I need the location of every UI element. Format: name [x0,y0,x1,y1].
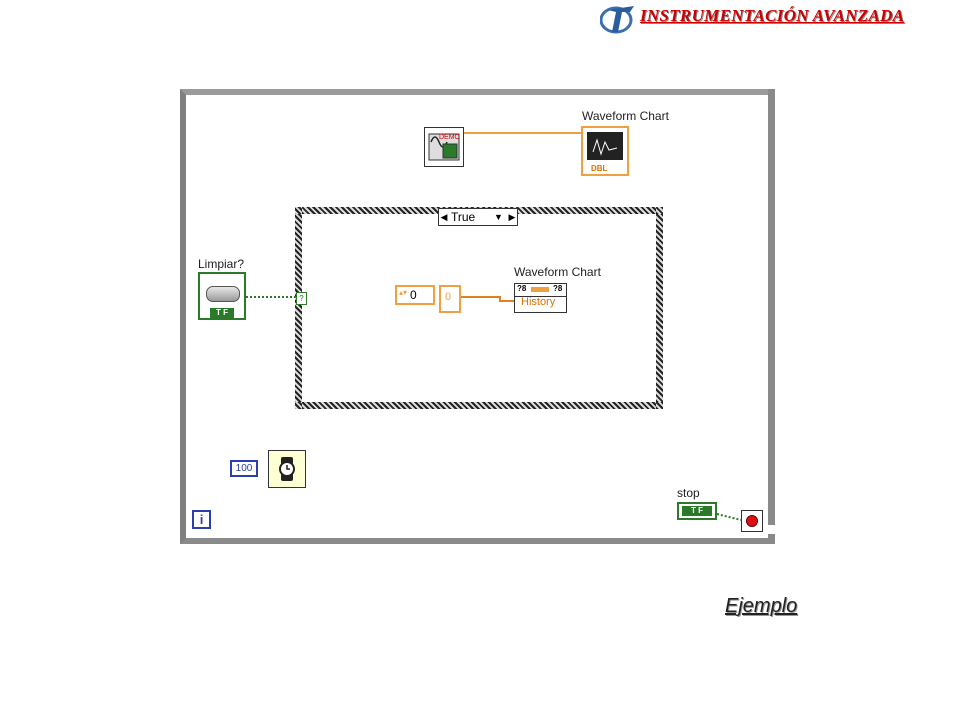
stop-button-terminal[interactable]: T F [677,502,717,520]
property-ref-icon: ?8 [517,284,527,293]
dropdown-arrow-icon[interactable]: ▼ [494,212,503,222]
ejemplo-link[interactable]: Ejemplo [725,595,798,617]
demo-signal-icon[interactable]: DEMO [424,127,464,167]
stop-tf-badge: T F [682,506,712,516]
waveform-chart-terminal[interactable]: DBL [581,126,629,176]
wait-ms-function[interactable] [268,450,306,488]
watch-icon [279,457,295,481]
numeric-value: 0 [410,288,417,302]
demo-label: DEMO [439,134,461,141]
case-selector[interactable]: ◀ True ▼ ▶ [438,208,518,226]
property-node-header: ?8 ?8 [515,284,566,297]
spin-arrows-icon: ▴▾ [399,288,408,297]
decrement-arrow-icon[interactable]: ◀ [440,212,448,222]
indicator-value: 0 [445,291,452,303]
property-name: History [521,296,556,308]
chart-terminal-icon [587,132,623,160]
faculty-logo-icon [600,6,634,34]
case-structure[interactable] [295,207,663,409]
numeric-constant[interactable]: ▴▾ 0 [395,285,435,305]
wait-constant[interactable]: 100 [230,460,258,477]
numeric-indicator[interactable]: 0 [439,285,461,313]
case-selector-value: True [451,210,476,224]
loop-condition-terminal[interactable] [741,510,763,532]
case-selector-tunnel[interactable]: ? [296,292,307,305]
inner-chart-label: Waveform Chart [514,265,601,279]
property-ref-icon-2: ?8 [553,284,563,293]
iteration-terminal: i [192,510,211,529]
while-loop-right-edge [768,89,775,525]
while-loop-right-edge-lower [768,534,775,544]
demo-instrument-icon: DEMO [428,133,461,161]
stop-sign-icon [746,515,758,527]
limpiar-boolean-control[interactable]: T F [198,272,246,320]
header-title: INSTRUMENTACIÓN AVANZADA [640,6,905,25]
boolean-switch-icon [206,286,240,302]
increment-arrow-icon[interactable]: ▶ [508,212,516,222]
while-loop[interactable] [180,89,775,544]
stop-label: stop [677,486,700,500]
top-chart-label: Waveform Chart [582,109,669,123]
property-bar-icon [531,287,549,292]
limpiar-label: Limpiar? [198,257,245,271]
property-node[interactable]: ?8 ?8 History [514,283,567,313]
chart-graph-icon [592,138,618,156]
dbl-type-label: DBL [591,164,608,173]
tf-badge: T F [210,308,234,318]
